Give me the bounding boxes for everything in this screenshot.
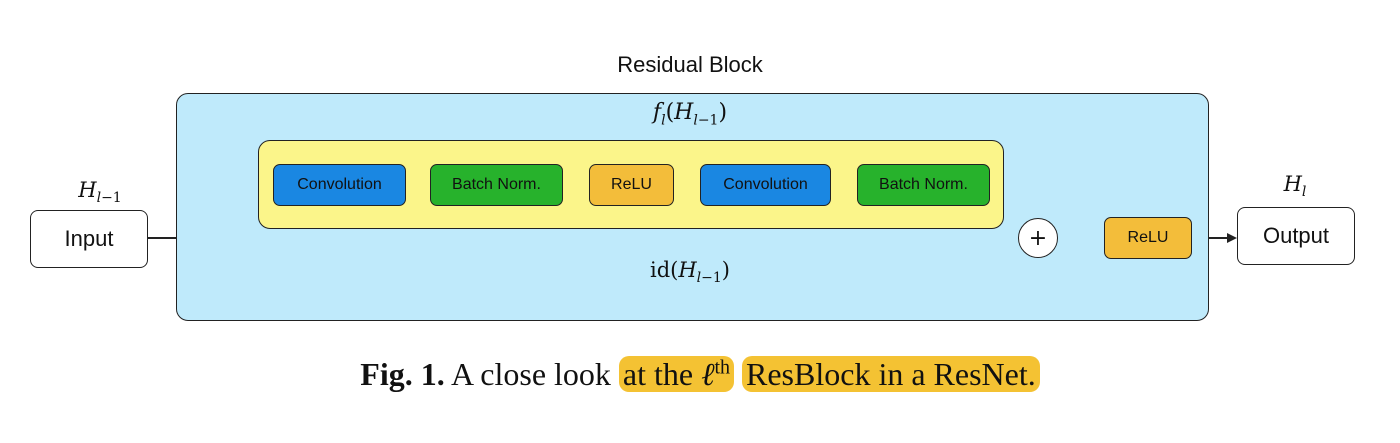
- output-box: Output: [1237, 207, 1355, 265]
- op-relu-1: ReLU: [589, 164, 674, 206]
- superscript-th: th: [714, 356, 730, 379]
- op-batch-norm-2: Batch Norm.: [857, 164, 990, 206]
- identity-label: id(Hl−1): [649, 258, 730, 287]
- residual-block-title: Residual Block: [617, 52, 763, 77]
- caption-highlight-1: at the ℓth: [618, 356, 734, 392]
- residual-function-label: fl(Hl−1): [652, 100, 728, 129]
- input-symbol: Hl−1: [78, 178, 122, 207]
- figure-caption: Fig. 1. A close look at the ℓth ResBlock…: [0, 356, 1400, 393]
- op-relu-final: ReLU: [1104, 217, 1192, 259]
- op-convolution-1: Convolution: [273, 164, 406, 206]
- caption-plain-text: A close look: [450, 356, 611, 392]
- sum-node: +: [1018, 218, 1058, 258]
- output-symbol: Hl: [1283, 172, 1307, 201]
- caption-highlight-text-1: at the: [622, 356, 694, 392]
- op-convolution-2: Convolution: [700, 164, 831, 206]
- op-batch-norm-1: Batch Norm.: [430, 164, 563, 206]
- ell-symbol: ℓ: [701, 356, 715, 392]
- figure-label: Fig. 1.: [360, 356, 445, 392]
- input-box: Input: [30, 210, 148, 268]
- caption-highlight-2: ResBlock in a ResNet.: [742, 356, 1040, 392]
